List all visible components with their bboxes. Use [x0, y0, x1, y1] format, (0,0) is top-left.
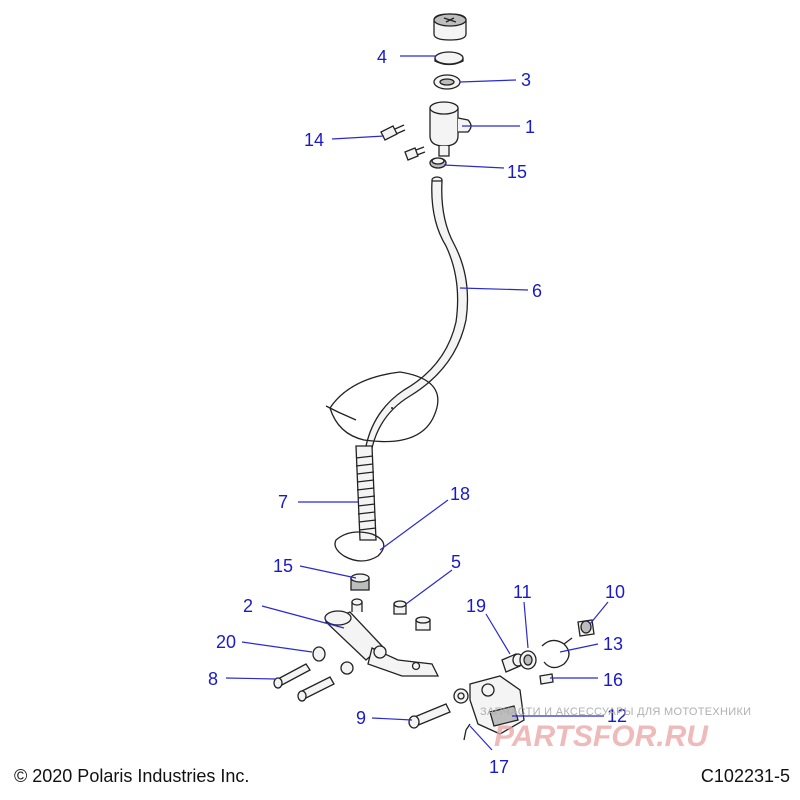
nut-second	[415, 616, 431, 631]
hose-clip-lower	[334, 531, 385, 562]
hose-spring-guard	[355, 445, 377, 541]
nut	[393, 600, 407, 615]
callout-10: 10	[605, 582, 625, 602]
watermark-logo: PARTSFOR.RU	[494, 720, 708, 753]
callout-numbers: 4 3 1 14 15 6 7 18 15 5 2 19 11 10 20 13…	[208, 47, 627, 777]
callout-18: 18	[450, 484, 470, 504]
pivot-bushing	[519, 650, 537, 670]
callout-17: 17	[489, 757, 509, 777]
callout-4: 4	[377, 47, 387, 67]
reservoir-bolt-lower	[404, 146, 426, 161]
hose-clamp-upper	[429, 157, 447, 169]
figure-id: C102231-5	[700, 766, 790, 786]
reservoir-diaphragm-plate	[434, 51, 464, 66]
reservoir-diaphragm	[433, 74, 461, 90]
callout-13: 13	[603, 634, 623, 654]
callout-7: 7	[278, 492, 288, 512]
master-cylinder-bolt-second	[297, 676, 335, 702]
pivot-bolt	[408, 703, 451, 729]
callout-12: 12	[607, 706, 627, 726]
leader-lines	[225, 55, 609, 751]
callout-9: 9	[356, 708, 366, 728]
callout-11: 11	[513, 582, 532, 602]
hose-routing-loop	[325, 371, 439, 443]
pivot-washer	[453, 688, 469, 704]
callout-8: 8	[208, 669, 218, 689]
callout-5: 5	[451, 552, 461, 572]
callout-1: 1	[525, 117, 535, 137]
callout-19: 19	[466, 596, 486, 616]
pedal-pivot-bracket	[469, 675, 525, 735]
master-cylinder	[324, 598, 440, 677]
return-spring	[541, 637, 573, 669]
callout-15-upper: 15	[507, 162, 527, 182]
master-cylinder-bolt	[273, 663, 311, 689]
reservoir-hose	[365, 176, 469, 449]
callout-20: 20	[216, 632, 236, 652]
callout-15-lower: 15	[273, 556, 293, 576]
master-cylinder-bushing	[312, 646, 354, 675]
callout-2: 2	[243, 596, 253, 616]
callout-16: 16	[603, 670, 623, 690]
cotter-pin	[463, 723, 471, 741]
reservoir-cap	[433, 13, 467, 41]
copyright-notice: © 2020 Polaris Industries Inc.	[14, 766, 250, 786]
hose-clamp-lower	[350, 573, 370, 591]
callout-6: 6	[532, 281, 542, 301]
callout-3: 3	[521, 70, 531, 90]
pivot-pin	[539, 673, 554, 685]
reservoir-bolt	[380, 124, 406, 141]
reservoir-body	[429, 101, 472, 157]
watermark-text: ЗАПЧАСТИ И АКСЕССУАРЫ ДЛЯ МОТОТЕХНИКИ	[480, 706, 752, 718]
callout-14: 14	[304, 130, 324, 150]
